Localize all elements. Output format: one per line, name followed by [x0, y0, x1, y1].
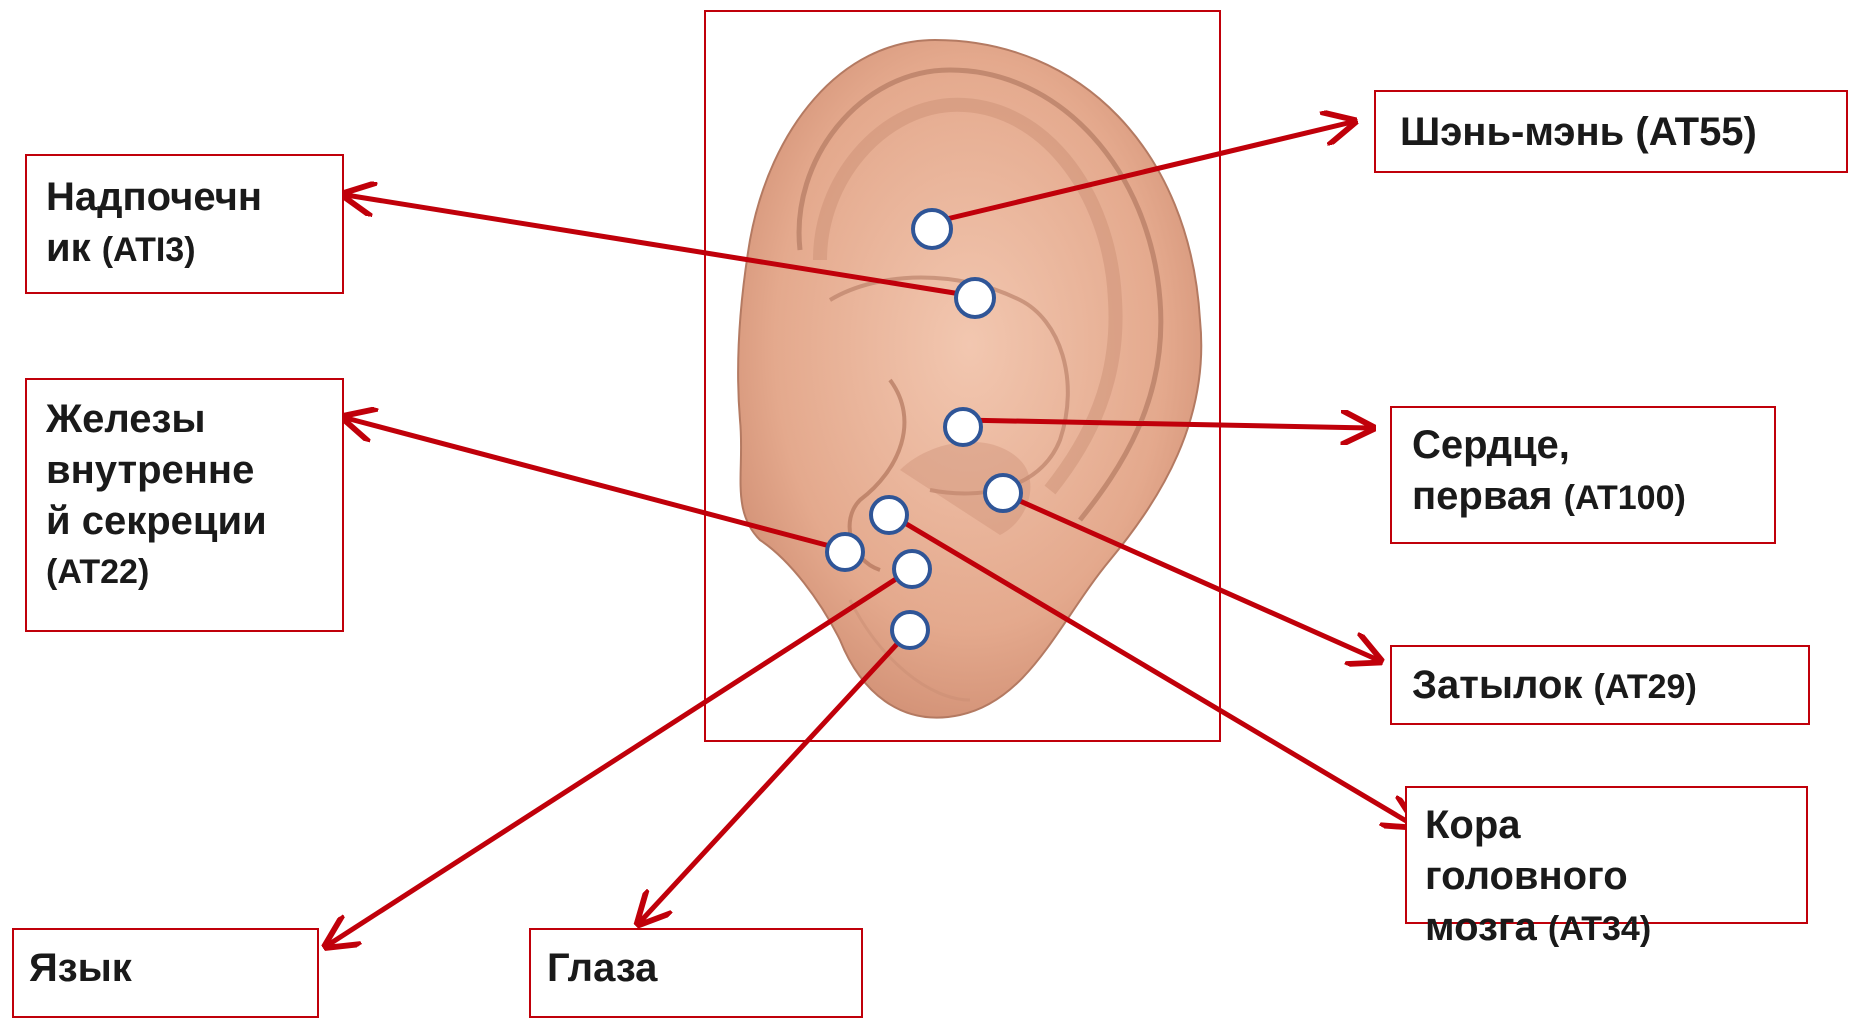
label-serdtse-line1: Сердце, — [1412, 420, 1686, 471]
acupoint-kora — [871, 497, 907, 533]
label-shen-men-text: Шэнь-мэнь — [1400, 110, 1624, 154]
label-kora: Кора головного мозга (AT34) — [1425, 800, 1651, 955]
label-nadpochechnik-code: (ATI3) — [102, 231, 196, 269]
acupoint-serdtse — [945, 409, 981, 445]
acupoint-glaza — [892, 612, 928, 648]
label-serdtse-code: (AT100) — [1564, 479, 1686, 517]
label-zatylok: Затылок (AT29) — [1412, 660, 1697, 713]
label-nadpochechnik-line2: ик — [46, 226, 91, 270]
label-zhelezy-line2: внутренне — [46, 445, 267, 496]
label-kora-line2: головного — [1425, 851, 1651, 902]
label-nadpochechnik: Надпочечн ик (ATI3) — [46, 172, 262, 276]
acupoint-nadpochechnik — [956, 279, 994, 317]
acupoint-zatylok — [985, 475, 1021, 511]
label-kora-line3: мозга — [1425, 905, 1537, 949]
label-kora-line1: Кора — [1425, 800, 1651, 851]
label-zhelezy-line3: й секреции — [46, 496, 267, 547]
acupoint-yazyk — [894, 551, 930, 587]
label-serdtse-line2: первая — [1412, 474, 1553, 518]
label-zhelezy-line1: Железы — [46, 394, 267, 445]
label-shen-men: Шэнь-мэнь (AT55) — [1400, 107, 1757, 158]
label-glaza: Глаза — [547, 943, 657, 994]
label-yazyk: Язык — [29, 943, 132, 994]
label-shen-men-code: (AT55) — [1635, 110, 1756, 154]
label-kora-code: (AT34) — [1548, 910, 1651, 948]
arrow-yazyk — [328, 570, 910, 945]
label-nadpochechnik-line1: Надпочечн — [46, 172, 262, 223]
label-serdtse: Сердце, первая (AT100) — [1412, 420, 1686, 524]
acupoint-zhelezy — [827, 534, 863, 570]
arrow-glaza — [640, 630, 910, 922]
acupoint-shen-men — [913, 210, 951, 248]
label-zatylok-text: Затылок — [1412, 663, 1582, 707]
label-zhelezy-code: (AT22) — [46, 547, 267, 598]
label-zhelezy: Железы внутренне й секреции (AT22) — [46, 394, 267, 598]
ear-illustration — [738, 40, 1201, 718]
label-zatylok-code: (AT29) — [1594, 668, 1697, 706]
